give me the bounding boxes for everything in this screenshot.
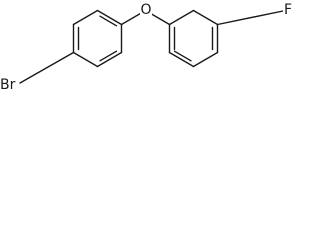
double-bond-l2 (99, 50, 118, 62)
bond-l3 (96, 51, 123, 68)
bromine-label-mask (0, 76, 17, 92)
structure-diagram: Br O F (0, 2, 295, 93)
bond-l1 (96, 9, 123, 26)
oxygen-label-mask (140, 2, 152, 18)
fluorine-label-mask (283, 2, 295, 18)
fluorophenyl-ring (168, 9, 219, 68)
bond-l6 (72, 9, 99, 26)
double-bond-l1 (99, 15, 118, 27)
oxygen-label: O (141, 2, 152, 18)
double-bond-r3 (173, 50, 192, 62)
bond-r4 (192, 51, 219, 68)
bromophenyl-ring (72, 9, 123, 68)
fluorine-label: F (284, 2, 292, 18)
bond-r5 (168, 51, 195, 68)
bond-r2 (192, 9, 219, 26)
bond-c-f (216, 10, 284, 26)
bond-l4 (72, 51, 99, 68)
bond-c-br (19, 51, 75, 84)
bond-r1 (168, 9, 195, 26)
bromine-label: Br (0, 77, 16, 93)
